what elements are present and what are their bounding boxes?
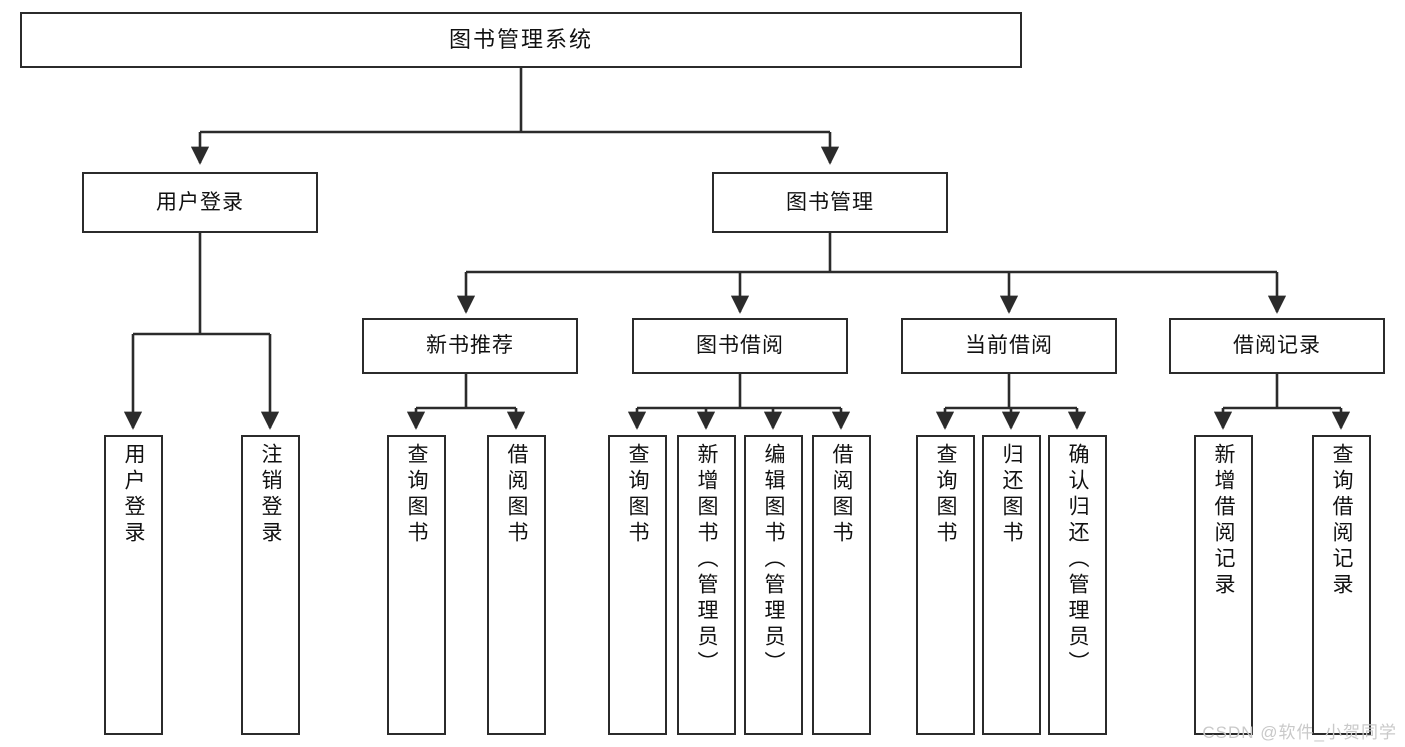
leaf-query-book-current[interactable]: 查询图书 [916, 435, 975, 735]
node-label: 借阅记录 [1233, 334, 1321, 358]
node-label: 用户登录 [122, 443, 145, 547]
node-label: 新增借阅记录 [1212, 443, 1235, 599]
node-label: 查询图书 [405, 443, 428, 547]
leaf-borrow-book[interactable]: 借阅图书 [812, 435, 871, 735]
leaf-confirm-return-admin[interactable]: 确认归还（管理员） [1048, 435, 1107, 735]
node-book-borrow[interactable]: 图书借阅 [632, 318, 848, 374]
node-label: 注销登录 [259, 443, 282, 547]
node-root-book-management-system[interactable]: 图书管理系统 [20, 12, 1022, 68]
node-label: 确认归还（管理员） [1066, 443, 1089, 677]
leaf-borrow-book-recommend[interactable]: 借阅图书 [487, 435, 546, 735]
node-label: 查询借阅记录 [1330, 443, 1353, 599]
leaf-query-book-borrow[interactable]: 查询图书 [608, 435, 667, 735]
node-label: 新书推荐 [426, 334, 514, 358]
node-label: 查询图书 [626, 443, 649, 547]
node-book-management[interactable]: 图书管理 [712, 172, 948, 233]
node-label: 图书管理系统 [448, 26, 593, 52]
node-new-book-recommend[interactable]: 新书推荐 [362, 318, 578, 374]
node-label: 借阅图书 [830, 443, 853, 547]
node-label: 查询图书 [934, 443, 957, 547]
node-label: 借阅图书 [505, 443, 528, 547]
node-label: 编辑图书（管理员） [762, 443, 785, 677]
node-label: 新增图书（管理员） [695, 443, 718, 677]
node-label: 当前借阅 [965, 334, 1053, 358]
leaf-query-book-recommend[interactable]: 查询图书 [387, 435, 446, 735]
node-label: 图书借阅 [696, 334, 784, 358]
node-borrow-record[interactable]: 借阅记录 [1169, 318, 1385, 374]
leaf-user-login[interactable]: 用户登录 [104, 435, 163, 735]
leaf-query-borrow-record[interactable]: 查询借阅记录 [1312, 435, 1371, 735]
node-label: 图书管理 [786, 190, 874, 214]
leaf-add-borrow-record[interactable]: 新增借阅记录 [1194, 435, 1253, 735]
node-current-borrow[interactable]: 当前借阅 [901, 318, 1117, 374]
leaf-logout[interactable]: 注销登录 [241, 435, 300, 735]
node-label: 用户登录 [156, 190, 244, 214]
leaf-return-book[interactable]: 归还图书 [982, 435, 1041, 735]
leaf-add-book-admin[interactable]: 新增图书（管理员） [677, 435, 736, 735]
node-user-login[interactable]: 用户登录 [82, 172, 318, 233]
leaf-edit-book-admin[interactable]: 编辑图书（管理员） [744, 435, 803, 735]
node-label: 归还图书 [1000, 443, 1023, 547]
